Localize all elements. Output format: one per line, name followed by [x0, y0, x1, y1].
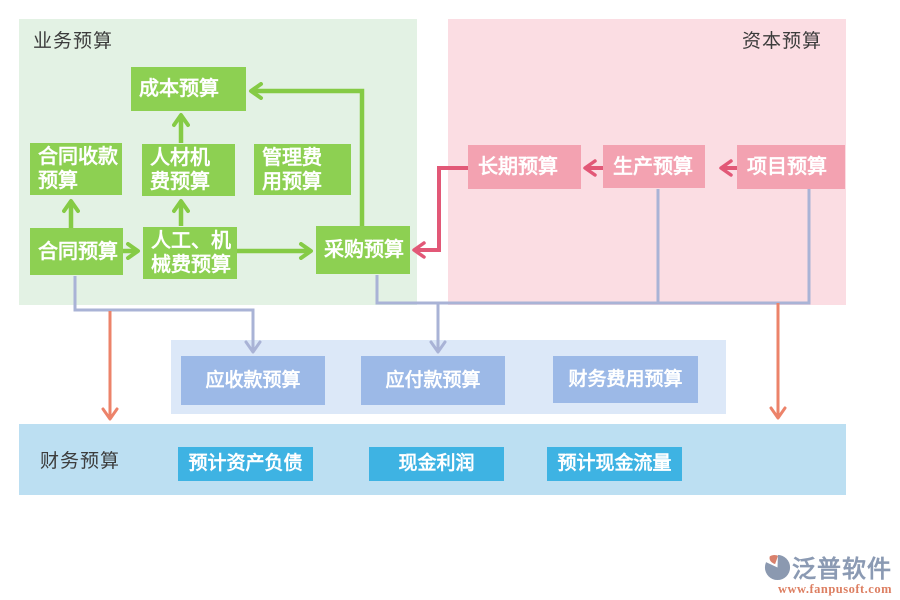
node-contract-budget: 合同预算	[30, 228, 123, 275]
node-procurement-budget: 采购预算	[316, 226, 410, 274]
node-labor-material-machine-fee-budget: 人材机 费预算	[142, 144, 235, 196]
node-payables-budget: 应付款预算	[361, 356, 505, 405]
node-management-fee-budget: 管理费 用预算	[254, 144, 351, 195]
node-production-budget: 生产预算	[603, 145, 705, 188]
node-finance-fee-budget: 财务费用预算	[553, 356, 698, 403]
node-cash-profit: 现金利润	[369, 447, 504, 481]
financial-budget-label: 财务预算	[40, 451, 121, 472]
node-projected-cash-flow: 预计现金流量	[547, 447, 682, 481]
vendor-logo: 泛普软件 www.fanpusoft.com	[742, 549, 892, 596]
business-budget-label: 业务预算	[33, 31, 114, 52]
node-projected-balance-sheet: 预计资产负债	[178, 447, 313, 481]
node-labor-machinery-fee-budget: 人工、机 械费预算	[143, 227, 237, 279]
node-contract-receipt-budget: 合同收款 预算	[30, 143, 122, 195]
capital-budget-label: 资本预算	[741, 31, 822, 52]
logo-brand-text: 泛普软件	[792, 556, 892, 583]
node-long-term-budget: 长期预算	[468, 145, 581, 189]
node-project-budget: 项目预算	[737, 145, 845, 189]
node-receivables-budget: 应收款预算	[181, 356, 325, 405]
node-cost-budget: 成本预算	[131, 67, 246, 111]
logo-icon	[764, 553, 791, 581]
logo-url-text: www.fanpusoft.com	[777, 582, 892, 596]
